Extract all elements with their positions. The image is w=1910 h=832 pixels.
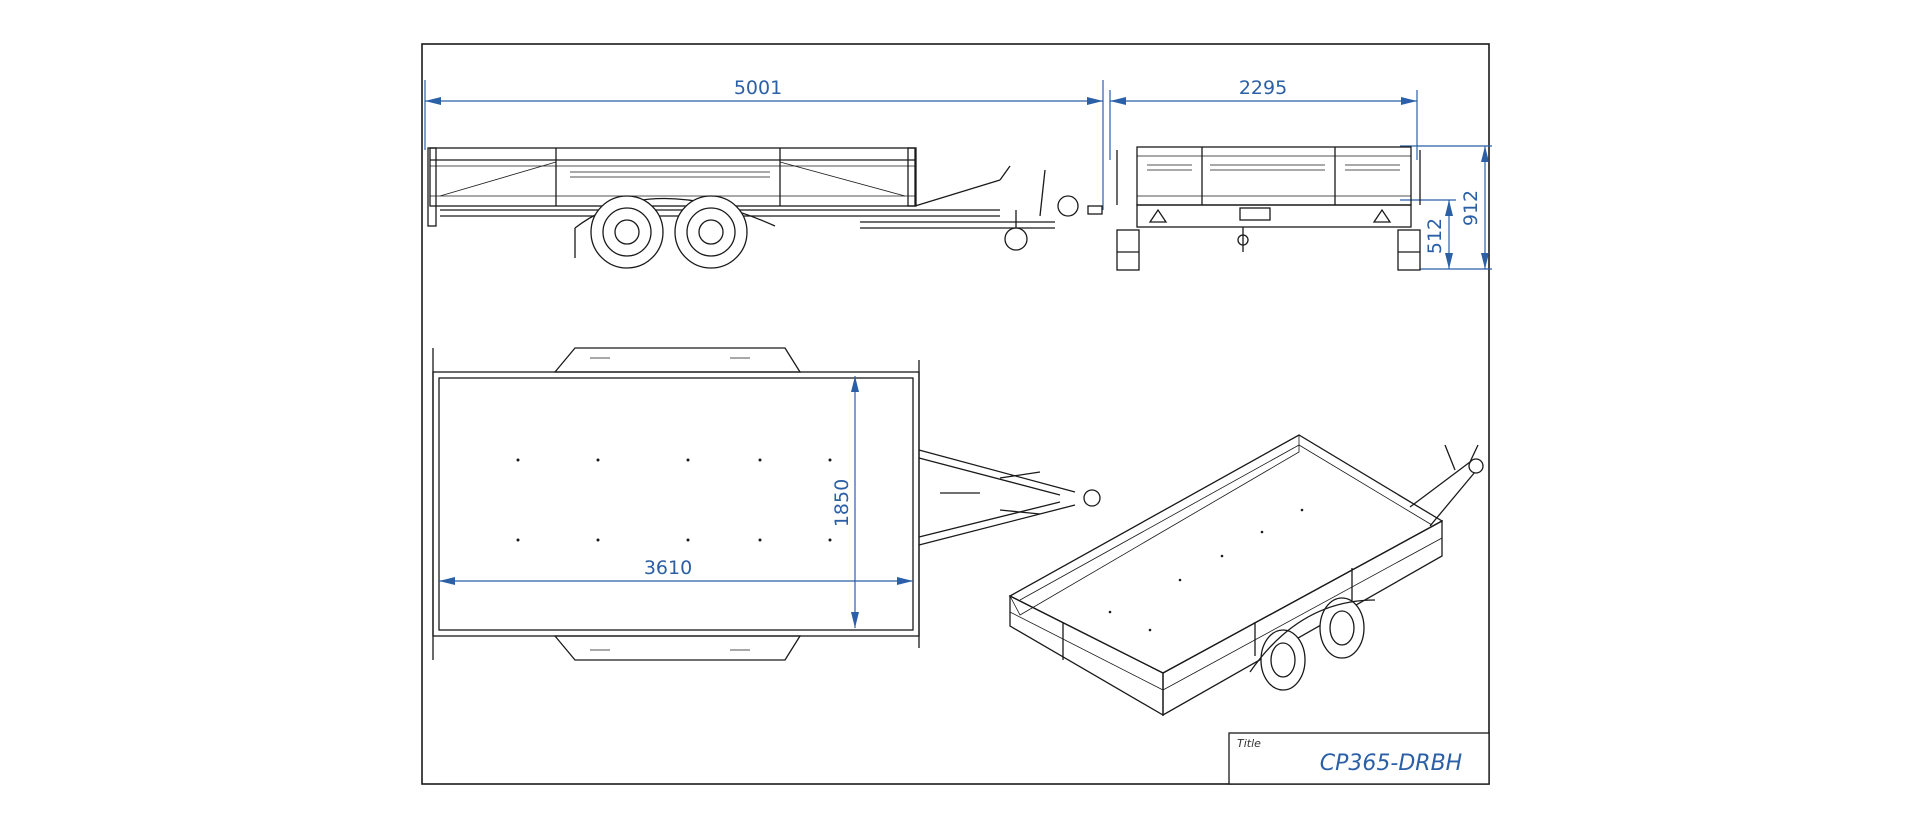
top-view-deck-dots	[516, 458, 832, 542]
isometric-view-wheel-front	[1260, 629, 1306, 691]
dimension-rear-height-total: 912	[1400, 145, 1492, 270]
title-block: Title CP365-DRBH	[1228, 732, 1490, 785]
rear-view: 2295 912 512	[1109, 77, 1492, 271]
side-view-wheel-rear	[674, 195, 748, 269]
dimension-label-1850: 1850	[831, 479, 853, 527]
dimension-top-width: 1850	[831, 376, 859, 628]
isometric-view-wheel-rear	[1319, 597, 1365, 659]
side-view-wheel-front	[590, 195, 664, 269]
dimension-label-2295: 2295	[1239, 77, 1287, 99]
title-block-value: CP365-DRBH	[1320, 751, 1462, 776]
title-block-label: Title	[1237, 737, 1261, 750]
top-view: 1850 3610	[432, 347, 1101, 661]
dimension-top-length: 3610	[439, 557, 913, 585]
isometric-view	[1008, 434, 1484, 717]
dimension-rear-height-deck: 512	[1400, 199, 1456, 269]
dimension-rear-width: 2295	[1109, 77, 1418, 160]
dimension-label-5001: 5001	[734, 77, 782, 99]
rear-view-wheel-left	[1116, 229, 1140, 271]
dimension-label-3610: 3610	[644, 557, 692, 579]
rear-view-wheel-right	[1397, 229, 1421, 271]
side-view: 5001	[424, 77, 1104, 269]
dimension-label-512: 512	[1424, 218, 1446, 254]
dimension-side-length: 5001	[424, 77, 1104, 210]
drawing-frame	[421, 43, 1490, 785]
dimension-label-912: 912	[1460, 190, 1482, 226]
